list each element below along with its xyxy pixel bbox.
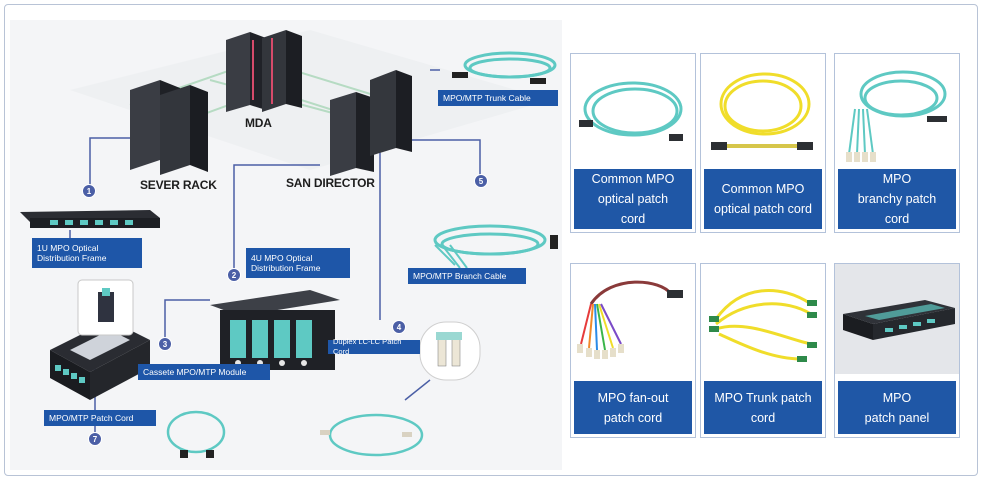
- mda-rack-icon: [226, 30, 302, 112]
- product-card-common-mpo-aqua[interactable]: Common MPO optical patch cord: [570, 53, 696, 233]
- cassette-module-label: Cassete MPO/MTP Module: [138, 364, 270, 380]
- duplex-lc-label: Duplex LC-LC Patch Cord: [328, 337, 420, 356]
- aqua-branch-cord-icon: [835, 54, 959, 168]
- sever-rack-icon: [130, 80, 208, 175]
- marker-2: 2: [227, 268, 241, 282]
- product-card-mpo-patch-panel[interactable]: MPO patch panel: [834, 263, 960, 438]
- san-director-label: SAN DIRECTOR: [286, 176, 375, 190]
- aqua-mpo-patch-cord-icon: [571, 54, 695, 168]
- trunk-cable-label: MPO/MTP Trunk Cable: [438, 90, 558, 106]
- branch-cable-label: MPO/MTP Branch Cable: [408, 268, 526, 284]
- patch-cord-label: MPO/MTP Patch Cord: [44, 410, 156, 426]
- product-card-mpo-fanout[interactable]: MPO fan-out patch cord: [570, 263, 696, 438]
- network-diagram: [20, 30, 558, 458]
- branch-cable-icon: [433, 224, 547, 256]
- mda-label: MDA: [245, 116, 272, 130]
- product-caption: MPO Trunk patch cord: [704, 381, 822, 434]
- patch-cord-coil-icon: [166, 410, 226, 454]
- san-director-icon: [330, 70, 412, 176]
- product-card-common-mpo-yellow[interactable]: Common MPO optical patch cord: [700, 53, 826, 233]
- product-caption: MPO patch panel: [838, 381, 956, 434]
- product-caption: MPO branchy patch cord: [838, 169, 956, 229]
- marker-5: 5: [474, 174, 488, 188]
- patch-panel-icon: [835, 264, 959, 374]
- marker-4: 4: [392, 320, 406, 334]
- product-card-mpo-branchy[interactable]: MPO branchy patch cord: [834, 53, 960, 233]
- product-caption: MPO fan-out patch cord: [574, 381, 692, 434]
- odf-4u-label: 4U MPO Optical Distribution Frame: [246, 248, 350, 278]
- odf-4u-icon: [210, 290, 340, 370]
- sever-rack-label: SEVER RACK: [140, 178, 217, 192]
- marker-1: 1: [82, 184, 96, 198]
- odf-1u-icon: [20, 210, 160, 228]
- product-caption: Common MPO optical patch cord: [704, 169, 822, 229]
- marker-3: 3: [158, 337, 172, 351]
- product-card-mpo-trunk[interactable]: MPO Trunk patch cord: [700, 263, 826, 438]
- yellow-trunk-cord-icon: [701, 264, 825, 374]
- product-caption: Common MPO optical patch cord: [574, 169, 692, 229]
- yellow-mpo-patch-cord-icon: [701, 54, 825, 168]
- odf-1u-label: 1U MPO Optical Distribution Frame: [32, 238, 142, 268]
- network-diagram-panel: MDA SEVER RACK SAN DIRECTOR MPO/MTP Trun…: [10, 20, 562, 470]
- trunk-cable-icon: [463, 51, 557, 79]
- fanout-cord-icon: [571, 264, 695, 374]
- marker-7: 7: [88, 432, 102, 446]
